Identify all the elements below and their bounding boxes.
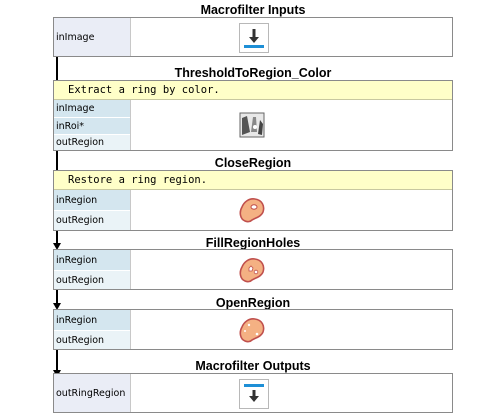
port-inRegion[interactable]: inRegion [54,250,130,270]
threshold-to-region-color-block[interactable]: Extract a ring by color. inImage inRoi* … [53,80,453,151]
port-separator [130,190,131,230]
macrofilter-inputs-title: Macrofilter Inputs [200,3,306,17]
image-threshold-icon[interactable] [237,110,267,140]
arrow-down-icon [53,303,61,310]
connection-line [56,231,58,245]
port-separator [130,100,131,150]
download-arrow-icon[interactable] [239,23,269,53]
region-blob-icon[interactable] [237,195,267,225]
region-blob-icon[interactable] [237,255,267,285]
port-outRegion[interactable]: outRegion [54,210,130,230]
port-outRegion[interactable]: outRegion [54,270,130,289]
output-arrow-icon[interactable] [239,379,269,409]
port-separator [130,250,131,289]
threshold-to-region-color-title: ThresholdToRegion_Color [174,66,332,80]
port-inRegion[interactable]: inRegion [54,310,130,330]
block-comment: Restore a ring region. [54,171,452,190]
fill-region-holes-title: FillRegionHoles [205,236,301,250]
port-separator [130,374,131,412]
port-outRingRegion[interactable]: outRingRegion [54,374,130,412]
port-outRegion[interactable]: outRegion [54,330,130,349]
open-region-block[interactable]: inRegion outRegion [53,309,453,350]
port-inRegion[interactable]: inRegion [54,190,130,210]
close-region-block[interactable]: Restore a ring region. inRegion outRegio… [53,170,453,231]
close-region-title: CloseRegion [214,156,292,170]
port-separator [130,18,131,56]
port-inRoi[interactable]: inRoi* [54,117,130,134]
connection-line [56,57,58,94]
region-blob-icon[interactable] [237,315,267,345]
port-outRegion[interactable]: outRegion [54,134,130,150]
block-comment: Extract a ring by color. [54,81,452,100]
port-inImage[interactable]: inImage [54,18,130,56]
open-region-title: OpenRegion [215,296,291,310]
arrow-down-icon [53,243,61,250]
macrofilter-outputs-block[interactable]: outRingRegion [53,373,453,413]
port-separator [130,310,131,349]
fill-region-holes-block[interactable]: inRegion outRegion [53,249,453,290]
macrofilter-outputs-title: Macrofilter Outputs [195,359,311,373]
connection-line [56,350,58,372]
port-inImage[interactable]: inImage [54,100,130,117]
connection-line [56,290,58,305]
connection-line [56,151,58,176]
macrofilter-inputs-block[interactable]: inImage [53,17,453,57]
